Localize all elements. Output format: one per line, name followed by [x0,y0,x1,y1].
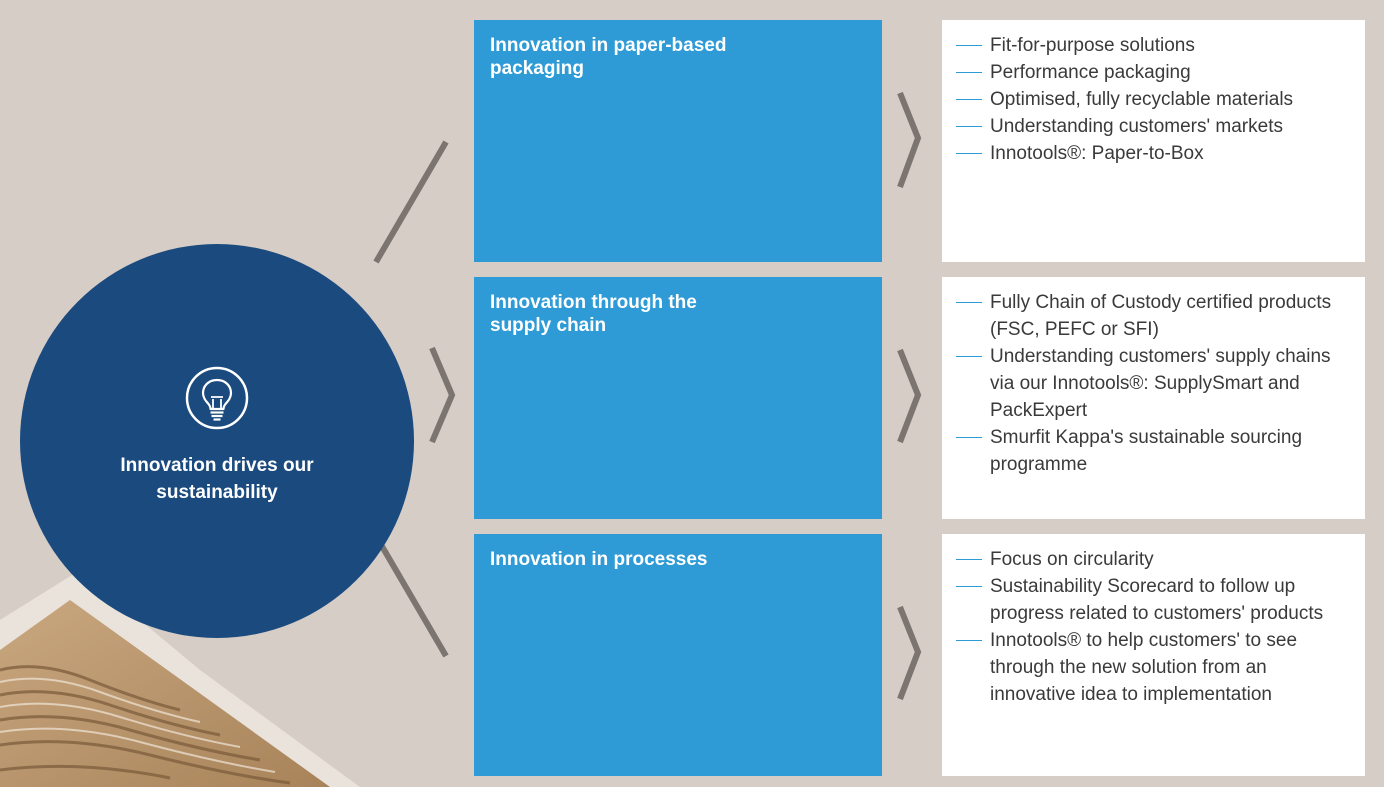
list-item: Focus on circularity [956,546,1351,573]
list-item: Fully Chain of Custody certified product… [956,289,1351,343]
dash-icon [956,302,982,303]
detail-box-paper-based-packaging: Fit-for-purpose solutions Performance pa… [942,20,1365,262]
hub-title: Innovation drives our sustainability [120,455,314,503]
list-item-text: Optimised, fully recyclable materials [990,89,1294,110]
detail-box-processes: Focus on circularity Sustainability Scor… [942,534,1365,776]
detail-list: Fully Chain of Custody certified product… [956,289,1351,478]
pillar-title: Innovation in paper-based packaging [490,35,727,79]
dash-icon [956,72,982,73]
cardboard-decoration [0,570,360,787]
detail-list: Focus on circularity Sustainability Scor… [956,546,1351,708]
pillar-processes: Innovation in processes [474,534,882,776]
pillar-supply-chain: Innovation through the supply chain [474,277,882,519]
list-item-text: Focus on circularity [990,549,1154,570]
list-item: Innotools®: Paper-to-Box [956,140,1351,167]
list-item-text: Innotools®: Paper-to-Box [990,143,1204,164]
list-item-text: Performance packaging [990,62,1191,83]
detail-list: Fit-for-purpose solutions Performance pa… [956,32,1351,167]
list-item: Fit-for-purpose solutions [956,32,1351,59]
list-item: Understanding customers' supply chains v… [956,343,1351,424]
dash-icon [956,126,982,127]
list-item: Innotools® to help customers' to see thr… [956,627,1351,708]
list-item: Optimised, fully recyclable materials [956,86,1351,113]
list-item: Smurfit Kappa's sustainable sourcing pro… [956,424,1351,478]
list-item-text: Understanding customers' markets [990,116,1283,137]
lightbulb-icon [185,366,249,430]
list-item: Performance packaging [956,59,1351,86]
dash-icon [956,153,982,154]
list-item-text: Innotools® to help customers' to see thr… [990,630,1298,705]
dash-icon [956,640,982,641]
detail-box-supply-chain: Fully Chain of Custody certified product… [942,277,1365,519]
dash-icon [956,99,982,100]
dash-icon [956,45,982,46]
list-item-text: Fully Chain of Custody certified product… [990,292,1332,340]
list-item-text: Fit-for-purpose solutions [990,35,1195,56]
pillar-paper-based-packaging: Innovation in paper-based packaging [474,20,882,262]
list-item: Understanding customers' markets [956,113,1351,140]
list-item-text: Smurfit Kappa's sustainable sourcing pro… [990,427,1303,475]
hub-circle: Innovation drives our sustainability [20,244,414,638]
list-item-text: Sustainability Scorecard to follow up pr… [990,576,1324,624]
pillar-title: Innovation in processes [490,549,708,570]
list-item-text: Understanding customers' supply chains v… [990,346,1331,421]
list-item: Sustainability Scorecard to follow up pr… [956,573,1351,627]
pillar-title: Innovation through the supply chain [490,292,697,336]
dash-icon [956,437,982,438]
dash-icon [956,356,982,357]
dash-icon [956,559,982,560]
dash-icon [956,586,982,587]
